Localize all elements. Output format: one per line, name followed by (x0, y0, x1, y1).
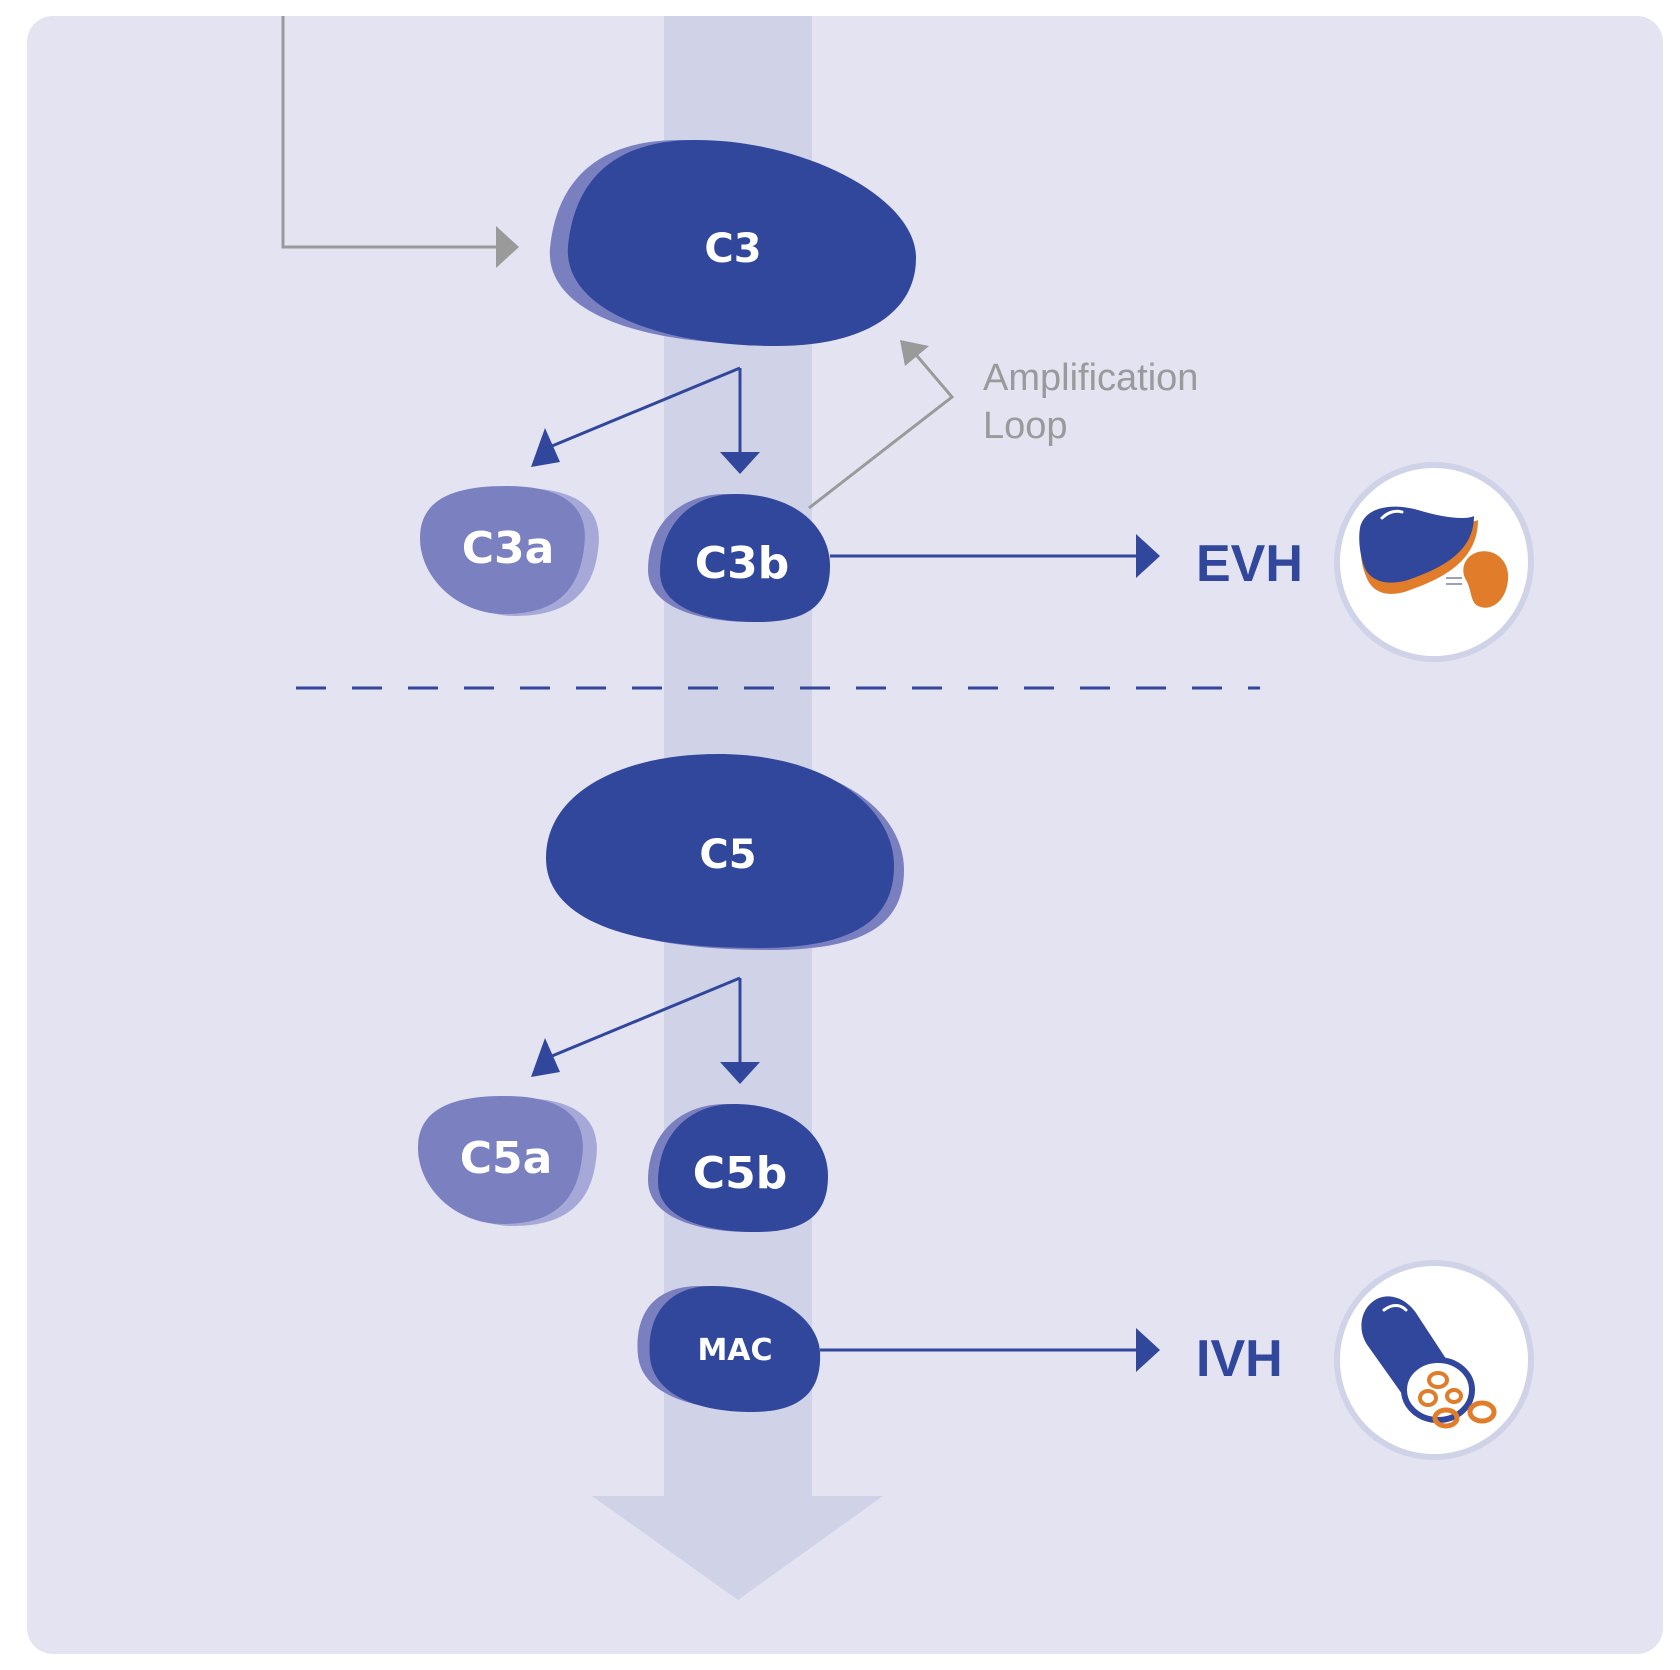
c3a-node: C3a (420, 486, 599, 616)
input-arrow (281, 16, 519, 268)
c5b-label: C5b (693, 1148, 787, 1199)
c3-label: C3 (704, 226, 761, 272)
c3-split-arrows (531, 366, 760, 474)
c5-label: C5 (699, 832, 756, 878)
blood-vessel-icon (1334, 1260, 1534, 1460)
mac-node: MAC (637, 1286, 821, 1412)
c5b-node: C5b (648, 1104, 828, 1232)
amplification-loop-arrow (808, 340, 955, 510)
mac-label: MAC (697, 1333, 772, 1368)
c5-node: C5 (546, 754, 904, 950)
ivh-label: IVH (1196, 1330, 1283, 1388)
c5a-label: C5a (460, 1133, 553, 1184)
c3-node: C3 (549, 140, 916, 346)
c3b-label: C3b (695, 538, 789, 589)
c3a-label: C3a (462, 523, 555, 574)
c3b-node: C3b (648, 494, 830, 622)
evh-label: EVH (1196, 535, 1303, 593)
amplification-loop-label-line1: Amplification (983, 357, 1198, 399)
evh-arrow (830, 534, 1160, 578)
liver-kidney-icon (1334, 462, 1534, 662)
amplification-loop-label-line2: Loop (983, 405, 1068, 447)
c5a-node: C5a (418, 1096, 597, 1226)
c5-split-arrows (531, 976, 760, 1084)
ivh-arrow (820, 1328, 1160, 1372)
